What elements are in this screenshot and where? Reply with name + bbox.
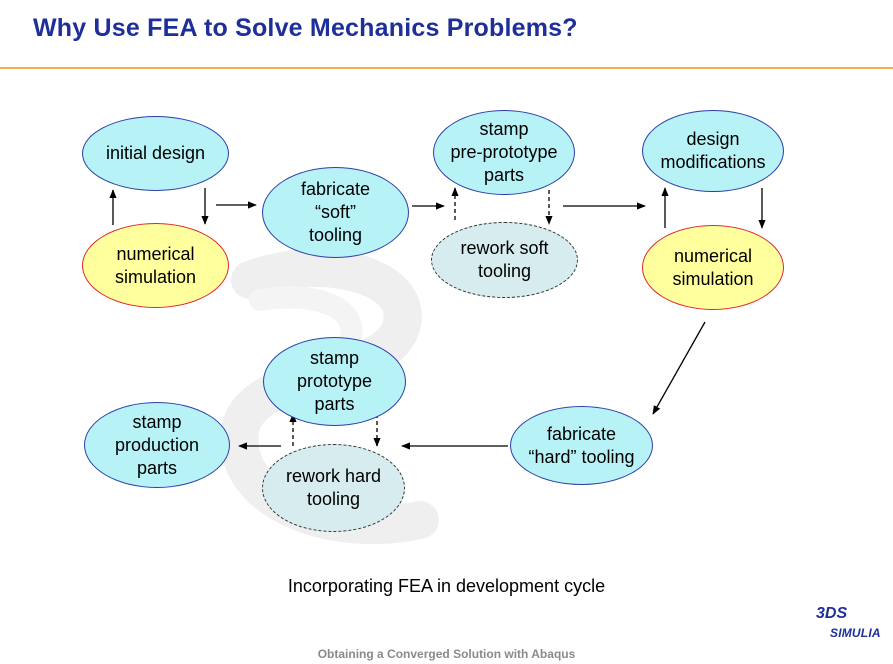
diagram-caption: Incorporating FEA in development cycle (287, 576, 606, 596)
node-design-modifications-label: design modifications (660, 129, 766, 172)
arrow-to-fabricate-hard (652, 321, 706, 415)
node-stamp-preprototype-label: stamp pre-prototype parts (450, 119, 558, 185)
title-divider (0, 67, 893, 69)
node-stamp-prototype-label: stamp prototype parts (296, 348, 373, 414)
node-rework-hard-label: rework hard tooling (285, 466, 382, 509)
node-fabricate-hard-tooling: fabricate “hard” tooling (510, 406, 653, 485)
node-numerical-simulation-2: numerical simulation (642, 225, 784, 310)
page-title: Why Use FEA to Solve Mechanics Problems? (33, 14, 578, 42)
node-stamp-prototype: stamp prototype parts (263, 337, 406, 426)
slide-footer: Obtaining a Converged Solution with Abaq… (317, 647, 576, 661)
node-rework-hard-tooling: rework hard tooling (262, 444, 405, 532)
node-numerical-simulation-2-label: numerical simulation (672, 245, 754, 289)
node-fabricate-soft-label: fabricate “soft” tooling (300, 179, 371, 245)
node-fabricate-soft-tooling: fabricate “soft” tooling (262, 167, 409, 258)
node-numerical-simulation-1-label: numerical simulation (114, 243, 197, 287)
node-stamp-production: stamp production parts (84, 402, 230, 488)
logo-mark: 3DS (816, 605, 848, 622)
node-fabricate-hard-label: fabricate “hard” tooling (528, 423, 635, 467)
node-stamp-production-label: stamp production parts (114, 411, 200, 478)
node-design-modifications: design modifications (642, 110, 784, 192)
node-rework-soft-tooling: rework soft tooling (431, 222, 578, 298)
simulia-logo: 3DS SIMULIA (816, 601, 888, 647)
node-initial-design: initial design (82, 116, 229, 191)
logo-name: SIMULIA (830, 626, 881, 640)
node-stamp-preprototype: stamp pre-prototype parts (433, 110, 575, 195)
node-numerical-simulation-1: numerical simulation (82, 223, 229, 308)
node-initial-design-label: initial design (105, 143, 206, 163)
node-rework-soft-label: rework soft tooling (460, 238, 549, 281)
